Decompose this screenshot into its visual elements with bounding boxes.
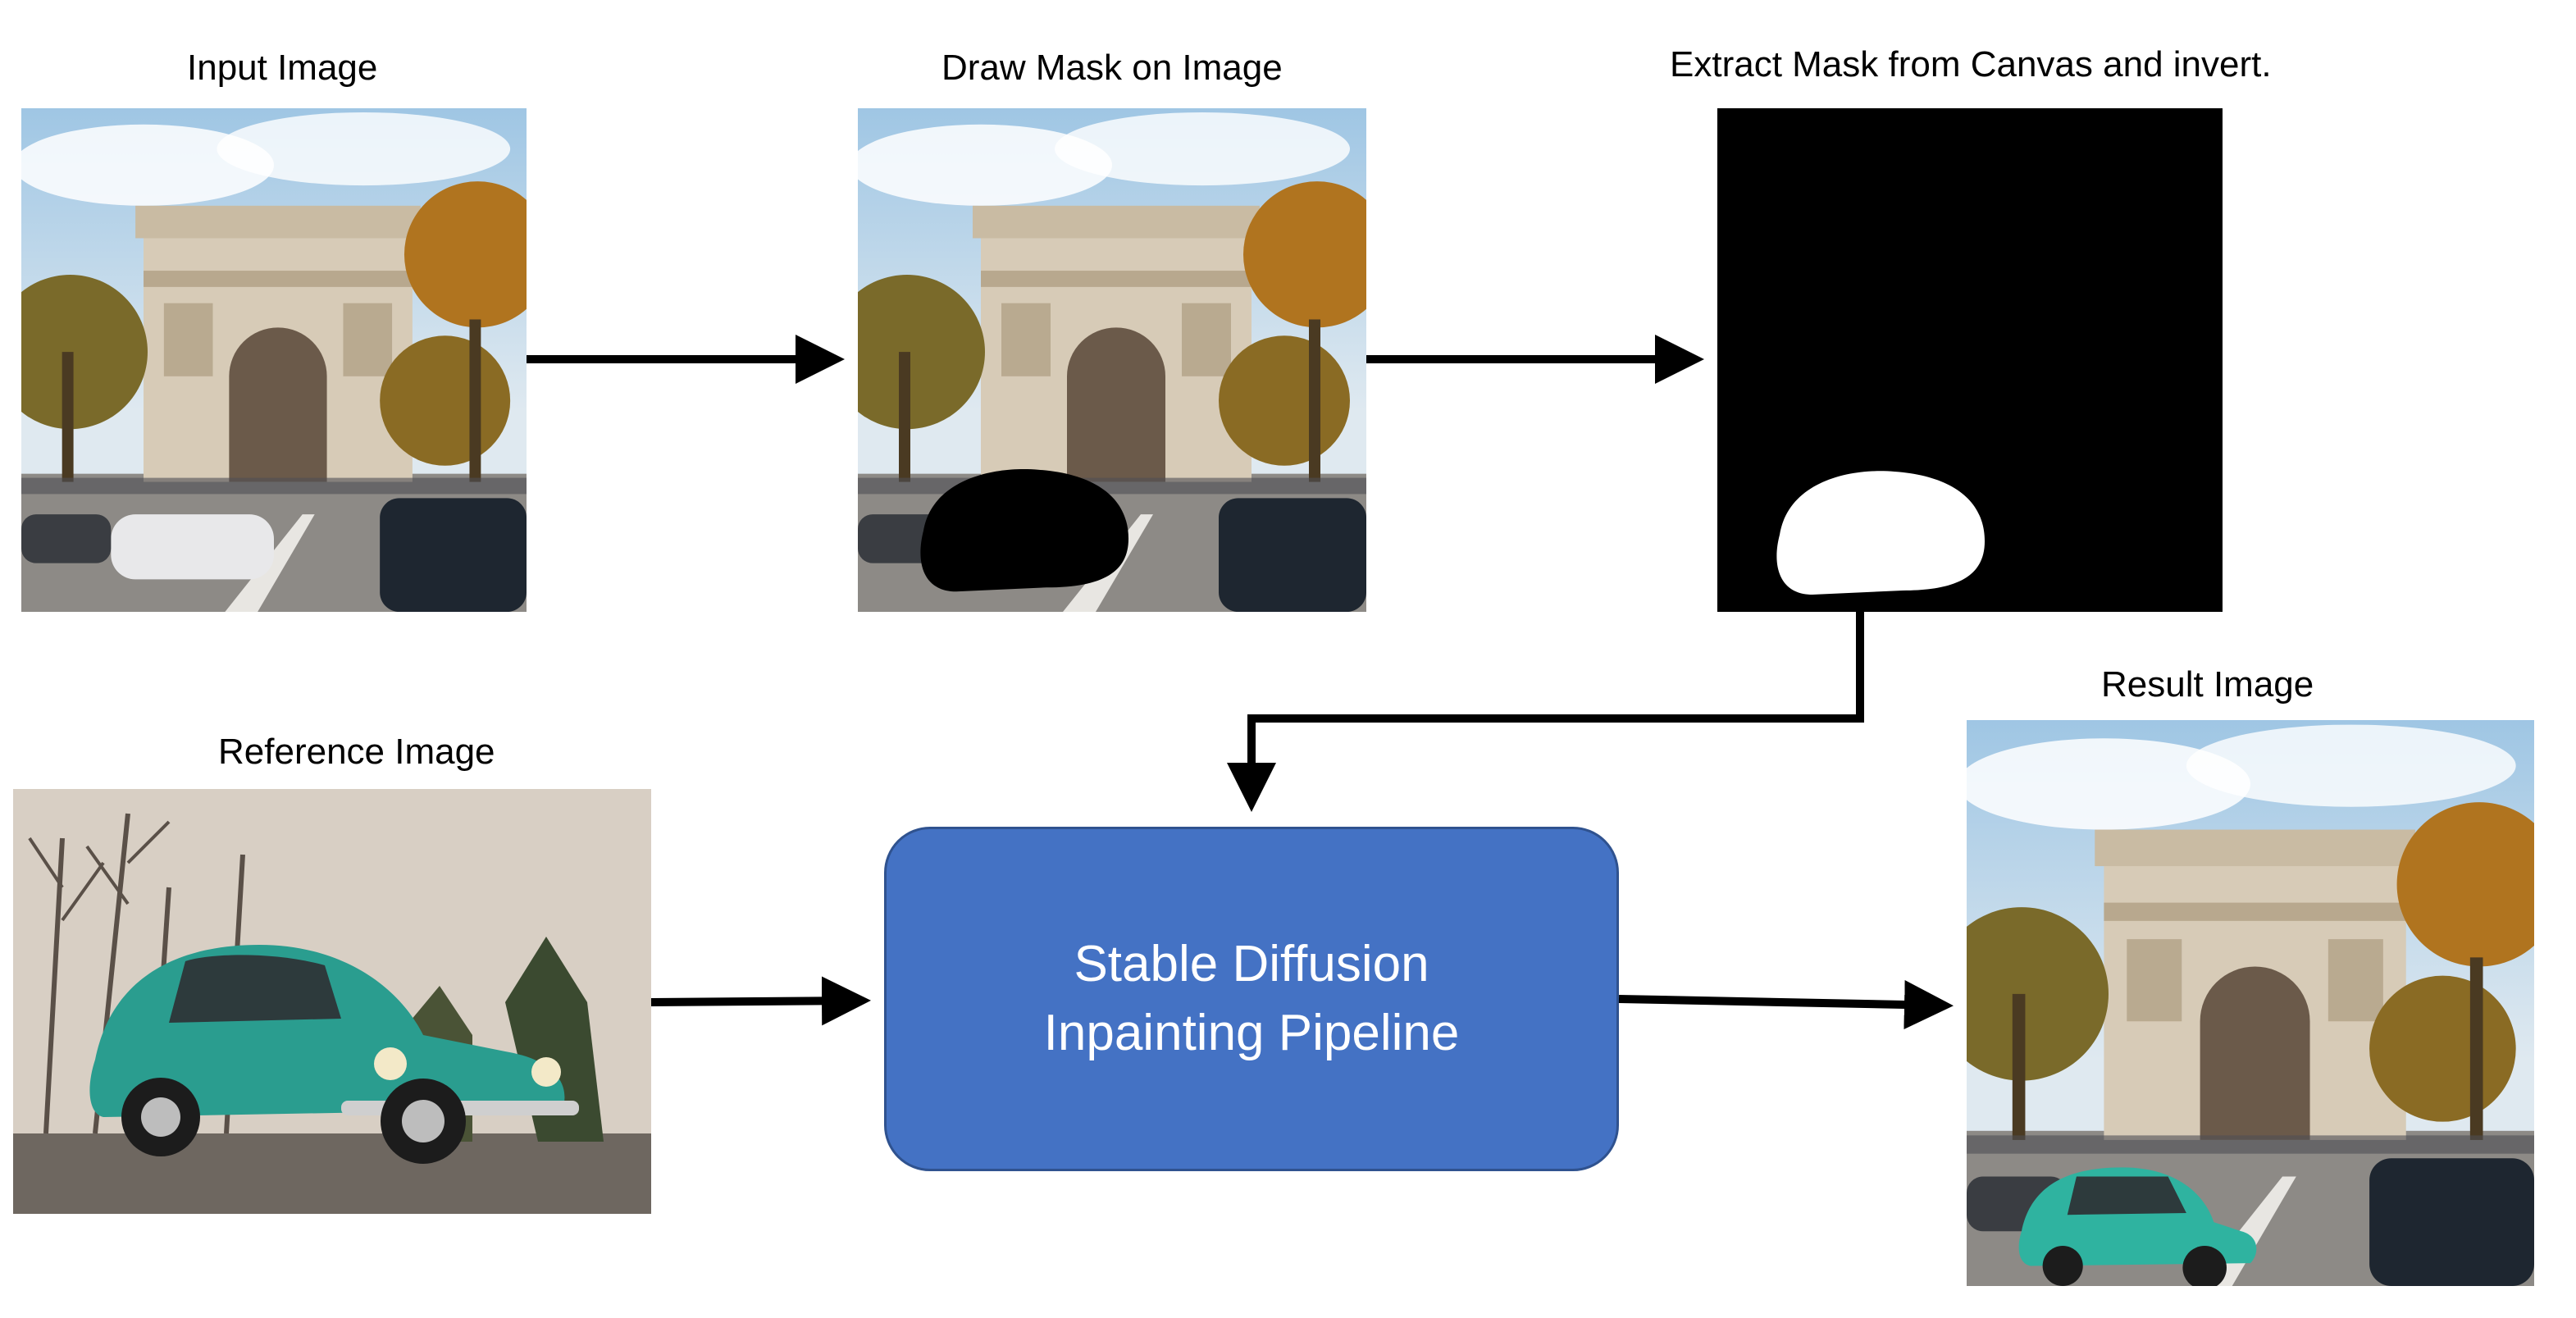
mask-image-label: Extract Mask from Canvas and invert. <box>1670 44 2272 84</box>
input-image <box>21 108 527 612</box>
input-image-label: Input Image <box>187 48 378 88</box>
result-image <box>1967 720 2534 1286</box>
masked-image <box>858 108 1366 612</box>
mask-image <box>1717 108 2223 612</box>
mask-region <box>1776 471 1985 595</box>
arrow-mask-to-pipeline <box>1227 612 1864 812</box>
arrow-pipeline-to-result <box>1618 980 1954 1029</box>
reference-image <box>13 789 651 1214</box>
pipeline-title-line1: Stable Diffusion <box>1074 936 1429 992</box>
pipeline-title-line2: Inpainting Pipeline <box>1043 1005 1460 1061</box>
reference-image-label: Reference Image <box>218 732 495 772</box>
mask-stroke <box>920 468 1128 592</box>
result-image-label: Result Image <box>2101 664 2314 705</box>
masked-image-label: Draw Mask on Image <box>941 48 1283 88</box>
inpainting-pipeline-box: Stable Diffusion Inpainting Pipeline <box>884 827 1619 1171</box>
arrow-reference-to-pipeline <box>650 976 871 1026</box>
